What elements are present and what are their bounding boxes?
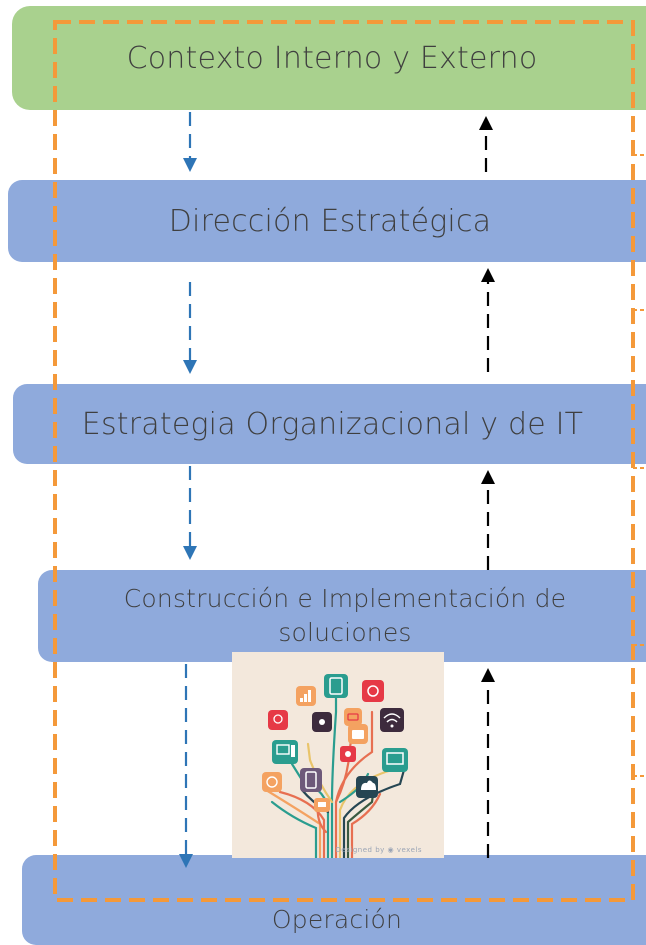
box-direccion-label: Dirección Estratégica xyxy=(168,203,492,239)
down-arrowhead-1 xyxy=(183,158,197,172)
tree-illustration xyxy=(262,674,408,860)
orange-dashed-frame xyxy=(53,20,635,902)
box-estrategia-label: Estrategia Organizacional y de IT xyxy=(81,406,584,442)
up-arrowhead-2 xyxy=(481,268,495,282)
box-estrategia-organizacional: Estrategia Organizacional y de IT xyxy=(13,384,646,464)
box-direccion-estrategica: Dirección Estratégica xyxy=(8,180,646,262)
technology-tree-image: Designed by ◉ vexels xyxy=(232,652,444,860)
up-arrowhead-1 xyxy=(479,116,493,130)
up-arrowhead-4 xyxy=(481,668,495,682)
down-arrowhead-4 xyxy=(179,854,193,868)
box-construccion-label: Construcción e Implementación de solucio… xyxy=(123,584,567,647)
box-contexto-label: Contexto Interno y Externo xyxy=(126,40,538,76)
box-operacion-label: Operación xyxy=(271,904,403,934)
up-arrowhead-3 xyxy=(481,470,495,484)
down-arrowhead-3 xyxy=(183,546,197,560)
down-arrowhead-2 xyxy=(183,360,197,374)
image-credit: Designed by ◉ vexels xyxy=(335,846,422,854)
box-construccion-implementacion: Construcción e Implementación de solucio… xyxy=(38,570,646,662)
